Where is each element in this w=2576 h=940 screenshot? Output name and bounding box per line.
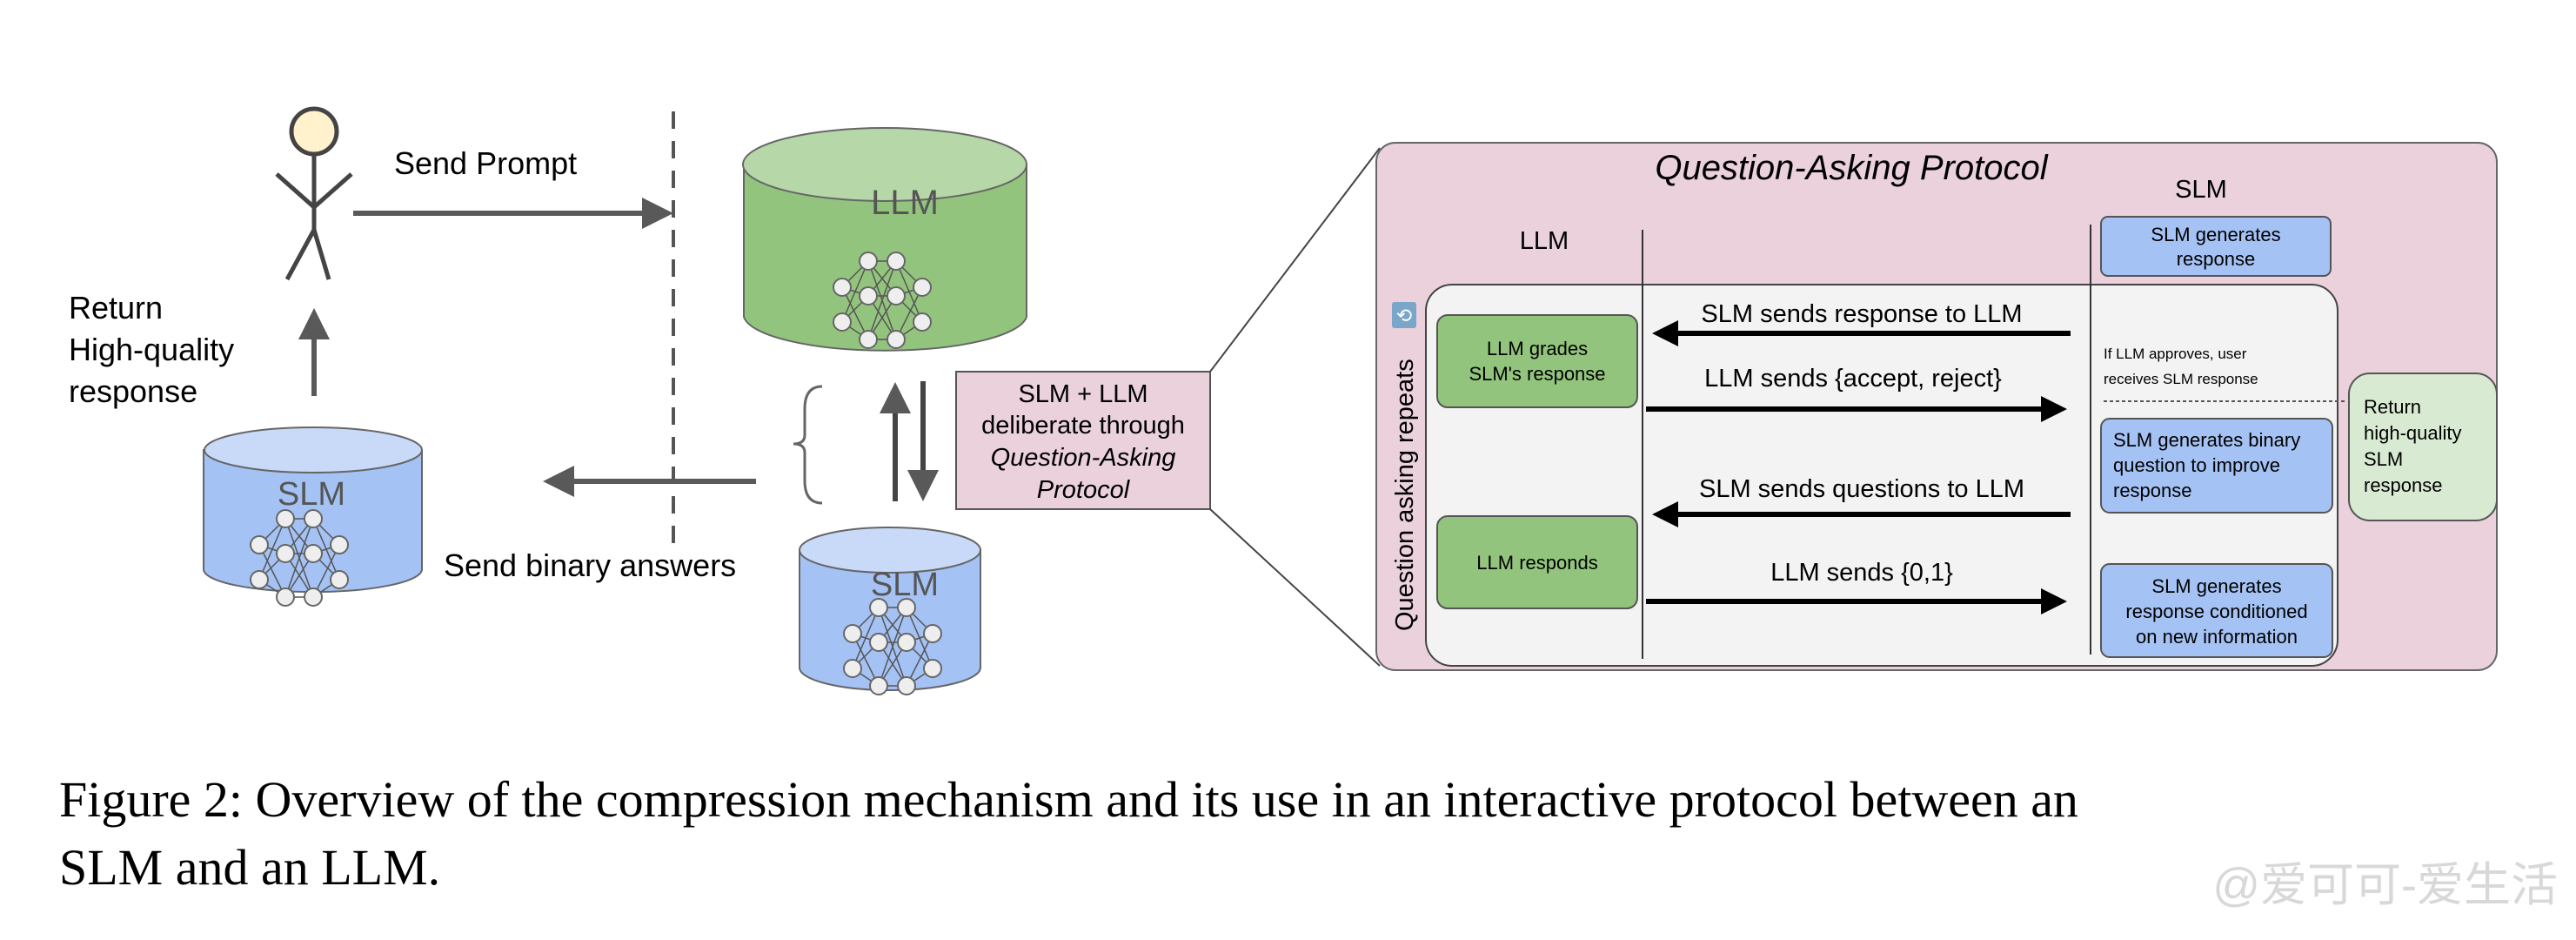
- repeat-icon: ⟲: [1392, 302, 1416, 328]
- svg-text:response conditioned: response conditioned: [2125, 601, 2307, 622]
- arrow-questions-label: SLM sends questions to LLM: [1699, 475, 2024, 503]
- llm-header: LLM: [1520, 227, 1569, 255]
- svg-text:high-quality: high-quality: [2364, 422, 2462, 444]
- svg-text:SLM generates: SLM generates: [2151, 224, 2280, 245]
- slm-bottom-cylinder: SLM: [799, 527, 981, 695]
- svg-text:question to improve: question to improve: [2113, 454, 2280, 476]
- slm-header: SLM: [2175, 176, 2227, 204]
- protocol-panel: Question-Asking Protocol SLM LLM ⟲ Quest…: [1375, 142, 2498, 671]
- protocol-title: Question-Asking Protocol: [1655, 149, 2048, 187]
- svg-text:SLM: SLM: [278, 476, 345, 513]
- svg-text:⟲: ⟲: [1396, 305, 1412, 326]
- zoom-line-bottom: [1209, 508, 1381, 667]
- slm-binary-question-box: SLM generates binary question to improve…: [2100, 418, 2333, 514]
- approve-note-line1: If LLM approves, user: [2104, 346, 2247, 362]
- svg-text:response: response: [2177, 248, 2256, 270]
- svg-text:High-quality: High-quality: [69, 332, 234, 367]
- svg-text:SLM: SLM: [2364, 448, 2403, 470]
- slm-left-cylinder: SLM: [203, 426, 423, 607]
- svg-text:Return: Return: [2364, 396, 2421, 418]
- return-response-box: Return high-quality SLM response: [2348, 373, 2498, 521]
- svg-text:Question-Asking: Question-Asking: [991, 444, 1176, 472]
- svg-text:LLM: LLM: [871, 184, 939, 222]
- svg-text:SLM generates: SLM generates: [2151, 575, 2281, 597]
- svg-text:SLM's response: SLM's response: [1469, 363, 1605, 385]
- watermark: @爱可可-爱生活: [2212, 859, 2558, 911]
- slm-conditioned-box: SLM generates response conditioned on ne…: [2100, 563, 2333, 658]
- svg-text:LLM grades: LLM grades: [1487, 338, 1588, 359]
- send-binary-label: Send binary answers: [444, 547, 736, 583]
- zoom-line-top: [1209, 147, 1381, 373]
- arrow-response-label: SLM sends response to LLM: [1701, 300, 2022, 328]
- send-prompt-label: Send Prompt: [394, 145, 577, 181]
- arrow-binary-label: LLM sends {0,1}: [1770, 559, 1953, 587]
- svg-text:Figure 2: Overview of the comp: Figure 2: Overview of the compression me…: [59, 771, 2078, 828]
- brace: [793, 385, 823, 505]
- user-stick-figure-icon: [275, 106, 353, 281]
- approve-note-line2: receives SLM response: [2104, 371, 2258, 387]
- svg-text:LLM responds: LLM responds: [1476, 552, 1597, 574]
- svg-text:SLM and an LLM.: SLM and an LLM.: [59, 839, 440, 896]
- return-label: Return High-quality response: [69, 290, 234, 409]
- llm-cylinder: LLM: [742, 127, 1027, 352]
- figure-caption: Figure 2: Overview of the compression me…: [59, 771, 2078, 896]
- svg-text:response: response: [69, 373, 197, 409]
- arrow-accept-label: LLM sends {accept, reject}: [1704, 365, 2002, 393]
- repeat-label: Question asking repeats: [1391, 359, 1419, 631]
- svg-text:response: response: [2364, 474, 2443, 496]
- svg-text:SLM: SLM: [871, 567, 939, 603]
- svg-text:Return: Return: [69, 290, 163, 326]
- svg-text:Protocol: Protocol: [1037, 476, 1131, 504]
- svg-text:on new information: on new information: [2136, 626, 2298, 648]
- svg-text:response: response: [2113, 480, 2192, 501]
- llm-responds-box: LLM responds: [1436, 515, 1638, 609]
- svg-text:SLM + LLM: SLM + LLM: [1018, 380, 1147, 408]
- svg-text:SLM generates binary: SLM generates binary: [2113, 429, 2300, 451]
- slm-generates-response-box: SLM generates response: [2100, 216, 2332, 277]
- llm-grades-box: LLM grades SLM's response: [1436, 314, 1638, 408]
- svg-text:deliberate through: deliberate through: [981, 412, 1185, 440]
- deliberate-box: SLM + LLM deliberate through Question-As…: [955, 371, 1211, 510]
